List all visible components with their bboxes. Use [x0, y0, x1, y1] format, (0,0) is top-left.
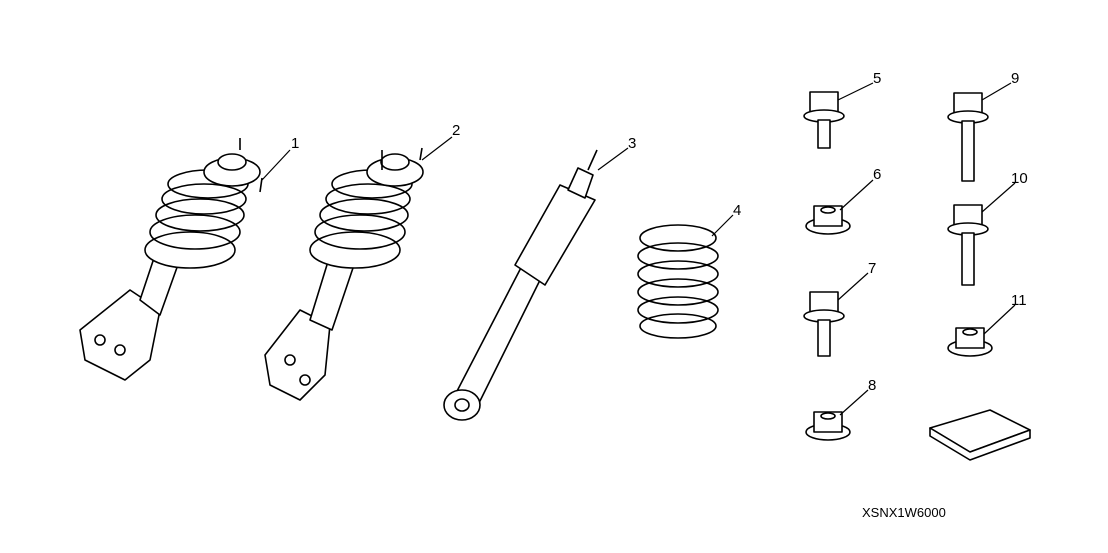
flange-bolt-7	[803, 291, 845, 357]
flange-bolt-5	[803, 91, 845, 149]
callout-9: 9	[1011, 70, 1019, 87]
callout-1: 1	[291, 135, 299, 152]
coil-spring-4	[637, 224, 719, 339]
callout-4: 4	[733, 202, 741, 219]
flange-bolt-10	[947, 204, 989, 286]
instruction-booklet	[929, 409, 1031, 461]
callout-2: 2	[452, 122, 460, 139]
flange-nut-11	[947, 327, 993, 357]
leader-lines	[261, 82, 1016, 416]
flange-bolt-9	[947, 92, 989, 182]
callout-5: 5	[873, 70, 881, 87]
callout-6: 6	[873, 166, 881, 183]
strut-assembly-1	[79, 138, 263, 381]
shock-absorber-3	[443, 149, 598, 421]
callout-8: 8	[868, 377, 876, 394]
flange-nut-8	[805, 411, 851, 441]
strut-assembly-2	[264, 147, 424, 401]
callout-7: 7	[868, 260, 876, 277]
callout-3: 3	[628, 135, 636, 152]
flange-nut-6	[805, 205, 851, 235]
callout-10: 10	[1011, 170, 1028, 187]
diagram-code: XSNX1W6000	[862, 505, 946, 520]
callout-11: 11	[1011, 292, 1027, 309]
